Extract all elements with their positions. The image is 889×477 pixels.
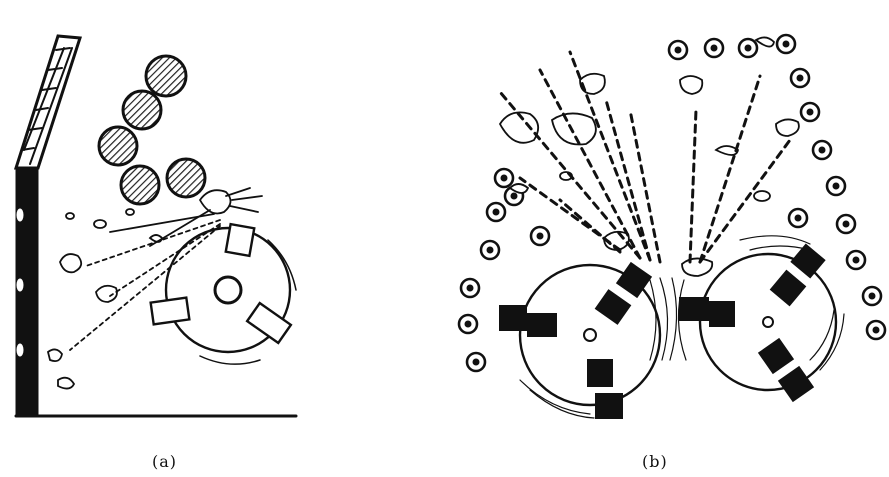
rock-icon <box>121 166 159 204</box>
impact-hammer-icon <box>588 360 622 418</box>
fragments-a <box>48 188 262 389</box>
rock-icon <box>123 91 161 129</box>
feed-rocks <box>99 56 205 204</box>
rock-icon <box>146 56 186 96</box>
rotor-icon <box>151 224 296 364</box>
impact-hammer-icon <box>680 298 734 326</box>
caption-b: (b) <box>642 452 668 471</box>
rotor-icon <box>500 263 660 418</box>
rock-icon <box>99 127 137 165</box>
impact-hammer-icon <box>500 306 556 336</box>
impact-hammer-icon <box>151 298 190 325</box>
panel-a <box>16 36 296 416</box>
impact-hammer-icon <box>759 339 812 400</box>
rock-icon <box>167 159 205 197</box>
caption-a: (a) <box>152 452 177 471</box>
panel-b <box>459 35 885 418</box>
impact-hammer-icon <box>226 224 254 256</box>
impact-hammer-icon <box>247 303 291 343</box>
